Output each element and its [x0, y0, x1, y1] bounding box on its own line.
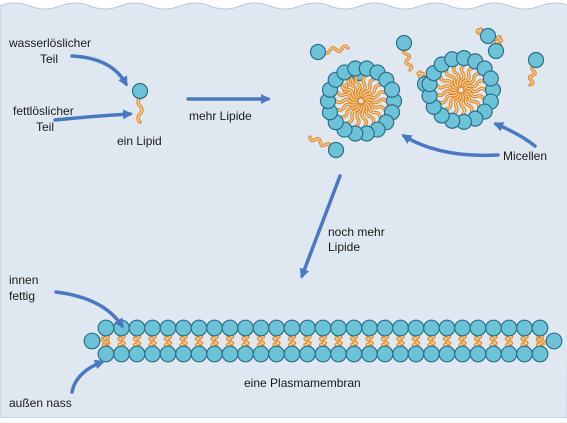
- single-lipid: [131, 82, 149, 124]
- label-outside: außen nass: [9, 396, 72, 410]
- membrane-head-upper: [144, 319, 161, 337]
- membrane-head-upper: [159, 319, 177, 337]
- label-inside-2: fettig: [9, 289, 35, 303]
- membrane-head-upper: [531, 319, 549, 337]
- membrane-head-upper: [407, 319, 425, 337]
- micelle-head: [482, 70, 499, 87]
- membrane-head-lower: [97, 345, 115, 363]
- membrane-head-lower: [113, 345, 130, 363]
- membrane-head-upper: [500, 319, 518, 337]
- membrane-head-lower: [500, 345, 518, 363]
- membrane-head-upper: [221, 319, 239, 337]
- membrane-head-upper: [237, 319, 254, 337]
- arrow-water-soluble: [70, 54, 128, 87]
- label-inside-1: innen: [9, 273, 38, 287]
- arrows: [53, 54, 537, 394]
- membrane-head-lower: [361, 345, 378, 363]
- plasma-membrane: [83, 319, 563, 363]
- label-membrane: eine Plasmamembran: [244, 376, 361, 390]
- membrane-head-lower: [128, 345, 146, 363]
- membrane-head-lower: [144, 345, 161, 363]
- membrane-head-upper: [252, 319, 270, 337]
- membrane-head-lower: [345, 345, 363, 363]
- membrane-head-lower: [283, 345, 301, 363]
- membrane-head-lower: [531, 345, 549, 363]
- arrow-fat-soluble: [53, 109, 133, 122]
- membrane-head-lower: [299, 345, 316, 363]
- membrane-head-upper: [516, 319, 533, 337]
- membrane-head-lower: [330, 345, 347, 363]
- arrow-even-more: [299, 174, 342, 279]
- micelle-right: [421, 50, 502, 130]
- membrane-head-lower: [454, 345, 471, 363]
- membrane-head-lower: [237, 345, 254, 363]
- lipid-head: [527, 51, 545, 69]
- membrane-head-upper: [485, 319, 502, 337]
- membrane-head-lower: [206, 345, 223, 363]
- membrane-head-upper: [97, 319, 115, 337]
- membrane-head-lower: [516, 345, 533, 363]
- membrane-head-upper: [206, 319, 223, 337]
- membrane-head-upper: [283, 319, 301, 337]
- membrane-head-lower: [159, 345, 177, 363]
- membrane-head-upper: [330, 319, 347, 337]
- membrane-head-upper: [299, 319, 316, 337]
- lipid-head: [309, 43, 327, 61]
- membrane-head-upper: [438, 319, 456, 337]
- membrane-head-left-cap: [83, 332, 101, 350]
- membrane-head-upper: [345, 319, 363, 337]
- label-water-soluble-1: wasserlöslicher: [8, 36, 91, 50]
- membrane-head-upper: [376, 319, 394, 337]
- membrane-head-right-cap: [545, 332, 563, 350]
- membrane-head-lower: [392, 345, 409, 363]
- membrane-head-lower: [268, 345, 285, 363]
- membrane-head-upper: [392, 319, 409, 337]
- arrow-micelles-a: [401, 134, 500, 158]
- label-micelles: Micellen: [503, 149, 547, 163]
- membrane-head-lower: [221, 345, 239, 363]
- membrane-head-lower: [423, 345, 440, 363]
- label-even-more-2: Lipide: [328, 240, 360, 254]
- arrow-micelles-b: [493, 122, 537, 148]
- membrane-head-lower: [175, 345, 192, 363]
- membrane-head-upper: [454, 319, 471, 337]
- membrane-head-lower: [376, 345, 394, 363]
- membrane-head-upper: [423, 319, 440, 337]
- lipid-head: [479, 27, 497, 45]
- membrane-head-upper: [268, 319, 285, 337]
- membrane-head-upper: [175, 319, 192, 337]
- micelle-left: [319, 60, 403, 142]
- membrane-head-lower: [407, 345, 425, 363]
- membrane-head-lower: [469, 345, 487, 363]
- membrane-head-lower: [438, 345, 456, 363]
- micelle-head: [383, 81, 401, 98]
- label-more-lipids: mehr Lipide: [189, 109, 252, 123]
- single-lipid-head: [131, 82, 149, 100]
- label-water-soluble-2: Teil: [40, 52, 58, 66]
- lipid-head: [327, 141, 345, 159]
- label-one-lipid: ein Lipid: [117, 134, 162, 148]
- membrane-head-upper: [469, 319, 487, 337]
- membrane-head-lower: [314, 345, 332, 363]
- membrane-head-lower: [190, 345, 208, 363]
- membrane-head-lower: [252, 345, 270, 363]
- membrane-head-lower: [485, 345, 502, 363]
- lipid-head: [487, 42, 505, 60]
- lipid-head: [395, 34, 413, 52]
- membrane-head-upper: [128, 319, 146, 337]
- label-fat-soluble-2: Teil: [36, 120, 54, 134]
- membrane-head-upper: [314, 319, 332, 337]
- arrow-inside: [54, 290, 124, 329]
- label-fat-soluble-1: fettlöslicher: [13, 104, 74, 118]
- membrane-head-upper: [190, 319, 208, 337]
- membrane-head-upper: [361, 319, 378, 337]
- arrow-outside: [70, 359, 105, 394]
- label-even-more-1: noch mehr: [328, 225, 385, 239]
